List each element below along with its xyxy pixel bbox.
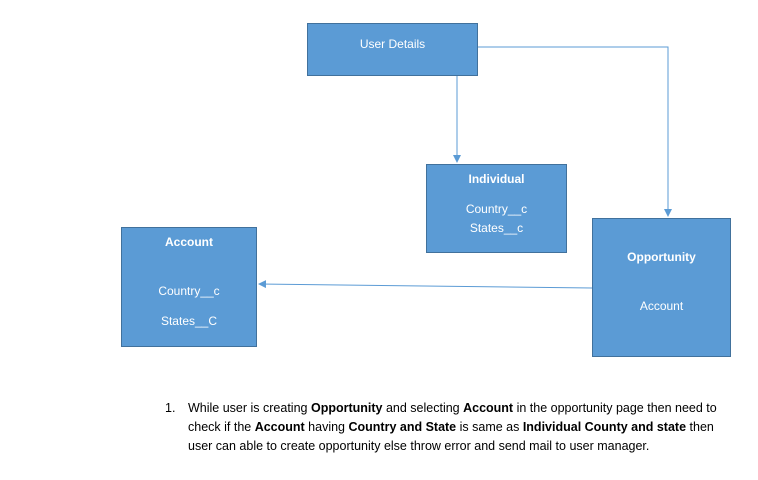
note-segment-bold: Individual County and state — [522, 420, 687, 434]
account-field-states: States__C — [160, 314, 218, 328]
individual-box: Individual Country__c States__c — [426, 164, 567, 253]
individual-field-states: States__c — [469, 221, 524, 235]
user-details-title: User Details — [359, 37, 426, 51]
user-details-box: User Details — [307, 23, 478, 76]
note-segment: and selecting — [382, 401, 464, 415]
note-segment-bold: Country and State — [348, 420, 457, 434]
opportunity-field-account: Account — [639, 299, 684, 313]
note-segment: in the opportunity page then need to che… — [188, 401, 717, 434]
opportunity-box: Opportunity Account — [592, 218, 731, 357]
individual-field-country: Country__c — [465, 202, 528, 216]
individual-title: Individual — [468, 172, 525, 186]
note-segment: While user is creating — [188, 401, 311, 415]
requirement-note: 1. While user is creating Opportunity an… — [165, 399, 725, 456]
opportunity-title: Opportunity — [627, 250, 696, 264]
note-segment-bold: Account — [254, 420, 305, 434]
note-number: 1. — [165, 401, 176, 415]
note-segment-bold: Opportunity — [310, 401, 383, 415]
note-text: While user is creating Opportunity and s… — [188, 399, 725, 456]
account-field-country: Country__c — [158, 284, 220, 298]
arrow-opportunity-to-account — [258, 280, 593, 289]
note-segment: having — [304, 420, 349, 434]
note-segment: then user can able to create opportunity… — [188, 420, 714, 453]
note-segment: is same as — [456, 420, 523, 434]
account-box: Account Country__c States__C — [121, 227, 257, 347]
account-title: Account — [165, 235, 213, 249]
arrow-user-to-opportunity — [478, 46, 672, 217]
note-segment-bold: Account — [463, 401, 514, 415]
